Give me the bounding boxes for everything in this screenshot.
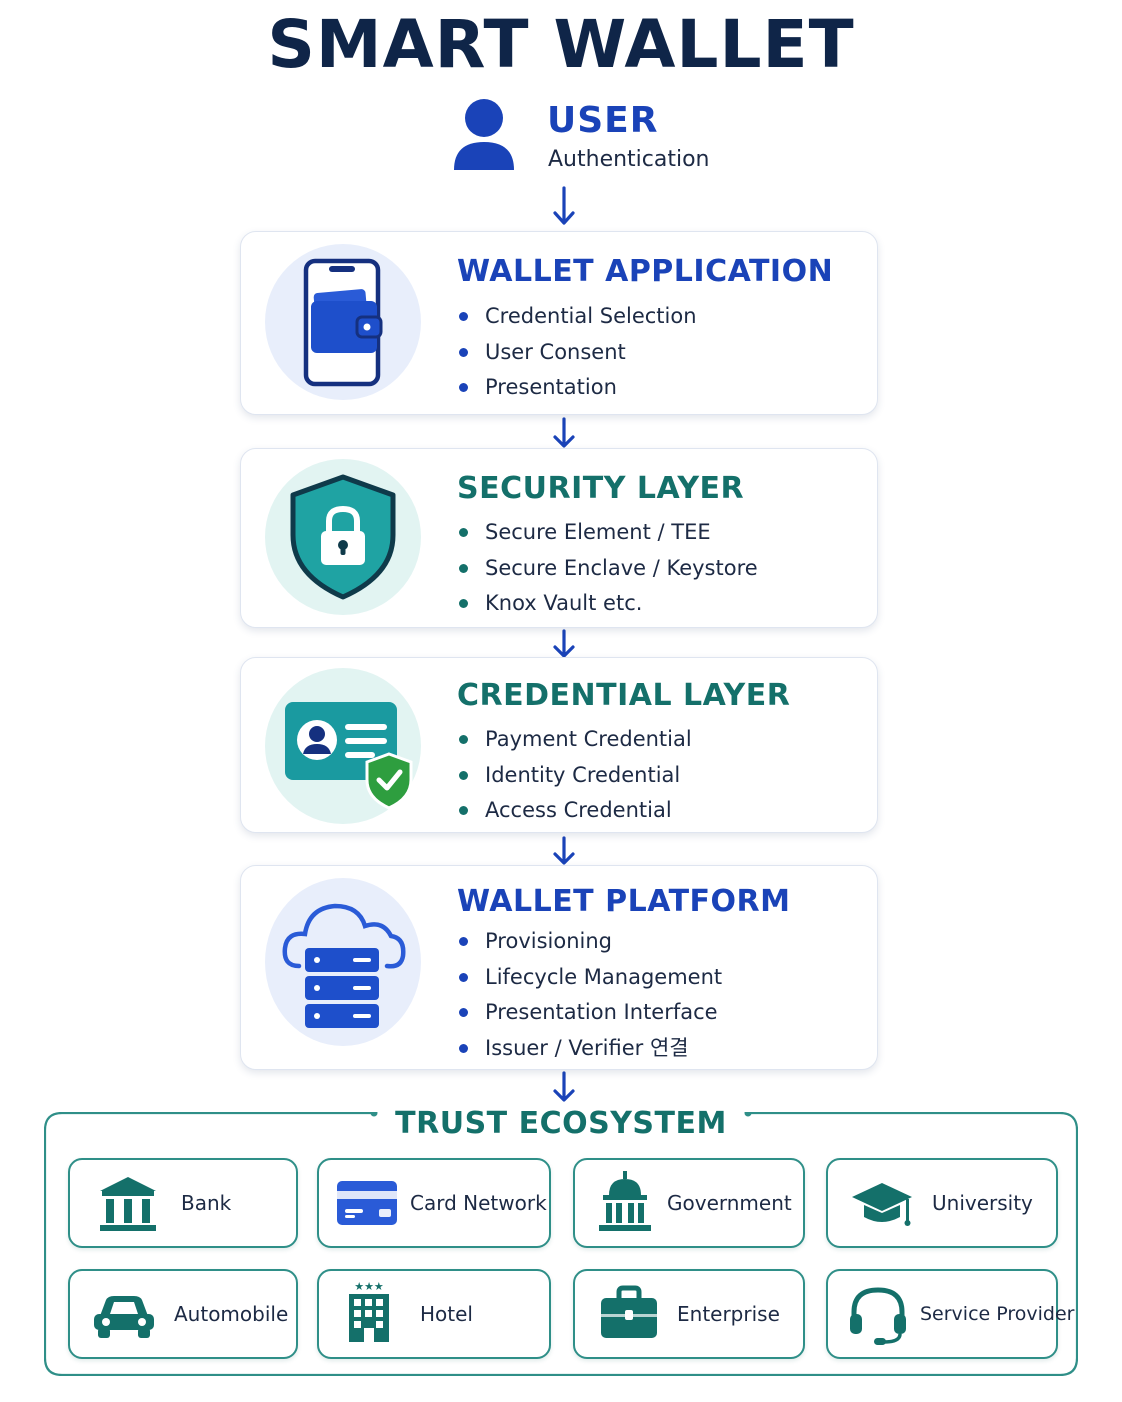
diagram-title: SMART WALLET <box>267 6 855 83</box>
credit-card-icon <box>337 1181 397 1225</box>
list-item: Credential Selection <box>459 299 697 335</box>
government-building-icon <box>599 1171 651 1231</box>
down-arrow-icon <box>553 836 575 865</box>
down-arrow-icon <box>553 186 575 225</box>
down-arrow-icon <box>553 1071 575 1102</box>
wallet-phone-icon <box>265 244 421 400</box>
list-item: Presentation Interface <box>459 995 722 1031</box>
shield-lock-icon <box>265 459 421 615</box>
layer-title: SECURITY LAYER <box>457 471 745 506</box>
bank-icon <box>100 1177 156 1231</box>
layer-items: Provisioning Lifecycle Management Presen… <box>459 924 722 1066</box>
entity-hotel: ★★★ Hotel <box>317 1269 551 1359</box>
car-icon <box>94 1296 154 1338</box>
entity-automobile: Automobile <box>68 1269 298 1359</box>
entity-label: Bank <box>181 1191 232 1215</box>
entity-government: Government <box>573 1158 805 1248</box>
list-item: Payment Credential <box>459 722 692 758</box>
cloud-server-icon <box>265 878 421 1046</box>
list-item: Secure Element / TEE <box>459 515 758 551</box>
layer-card-wallet-application: WALLET APPLICATION Credential Selection … <box>240 231 878 415</box>
id-card-check-icon <box>265 668 421 824</box>
entity-label: Enterprise <box>677 1302 780 1326</box>
svg-text:★★★: ★★★ <box>354 1280 384 1293</box>
layer-card-security-layer: SECURITY LAYER Secure Element / TEE Secu… <box>240 448 878 628</box>
entity-label: Card Network <box>410 1191 547 1215</box>
entity-card-network: Card Network <box>317 1158 551 1248</box>
entity-label: Hotel <box>420 1302 473 1326</box>
entity-bank: Bank <box>68 1158 298 1248</box>
ecosystem-title: TRUST ECOSYSTEM <box>395 1106 727 1141</box>
list-item: Lifecycle Management <box>459 960 722 996</box>
layer-items: Payment Credential Identity Credential A… <box>459 722 692 829</box>
entity-enterprise: Enterprise <box>573 1269 805 1359</box>
entity-label: Government <box>667 1191 792 1215</box>
list-item: User Consent <box>459 335 697 371</box>
list-item: Access Credential <box>459 793 692 829</box>
entity-university: University <box>826 1158 1058 1248</box>
entity-label: University <box>932 1191 1033 1215</box>
list-item: Presentation <box>459 370 697 406</box>
entity-label: Automobile <box>174 1302 289 1326</box>
list-item: Identity Credential <box>459 758 692 794</box>
user-title: USER <box>547 100 659 141</box>
layer-title: WALLET APPLICATION <box>457 254 834 289</box>
layer-card-wallet-platform: WALLET PLATFORM Provisioning Lifecycle M… <box>240 865 878 1070</box>
headset-icon <box>850 1287 906 1345</box>
layer-items: Credential Selection User Consent Presen… <box>459 299 697 406</box>
list-item: Knox Vault etc. <box>459 586 758 622</box>
list-item: Issuer / Verifier 연결 <box>459 1031 722 1067</box>
entity-service-provider: Service Provider <box>826 1269 1075 1359</box>
user-icon <box>454 99 514 170</box>
layer-title: CREDENTIAL LAYER <box>457 678 791 713</box>
list-item: Secure Enclave / Keystore <box>459 551 758 587</box>
layer-title: WALLET PLATFORM <box>457 884 791 919</box>
graduation-cap-icon <box>852 1183 912 1226</box>
briefcase-icon <box>601 1285 657 1338</box>
layer-card-credential-layer: CREDENTIAL LAYER Payment Credential Iden… <box>240 657 878 833</box>
hotel-icon: ★★★ <box>349 1280 389 1342</box>
down-arrow-icon <box>553 629 575 658</box>
layer-items: Secure Element / TEE Secure Enclave / Ke… <box>459 515 758 622</box>
down-arrow-icon <box>553 417 575 448</box>
user-subtitle: Authentication <box>548 147 710 172</box>
entity-label: Service Provider <box>920 1303 1075 1325</box>
list-item: Provisioning <box>459 924 722 960</box>
ecosystem-frame <box>44 1112 1078 1376</box>
